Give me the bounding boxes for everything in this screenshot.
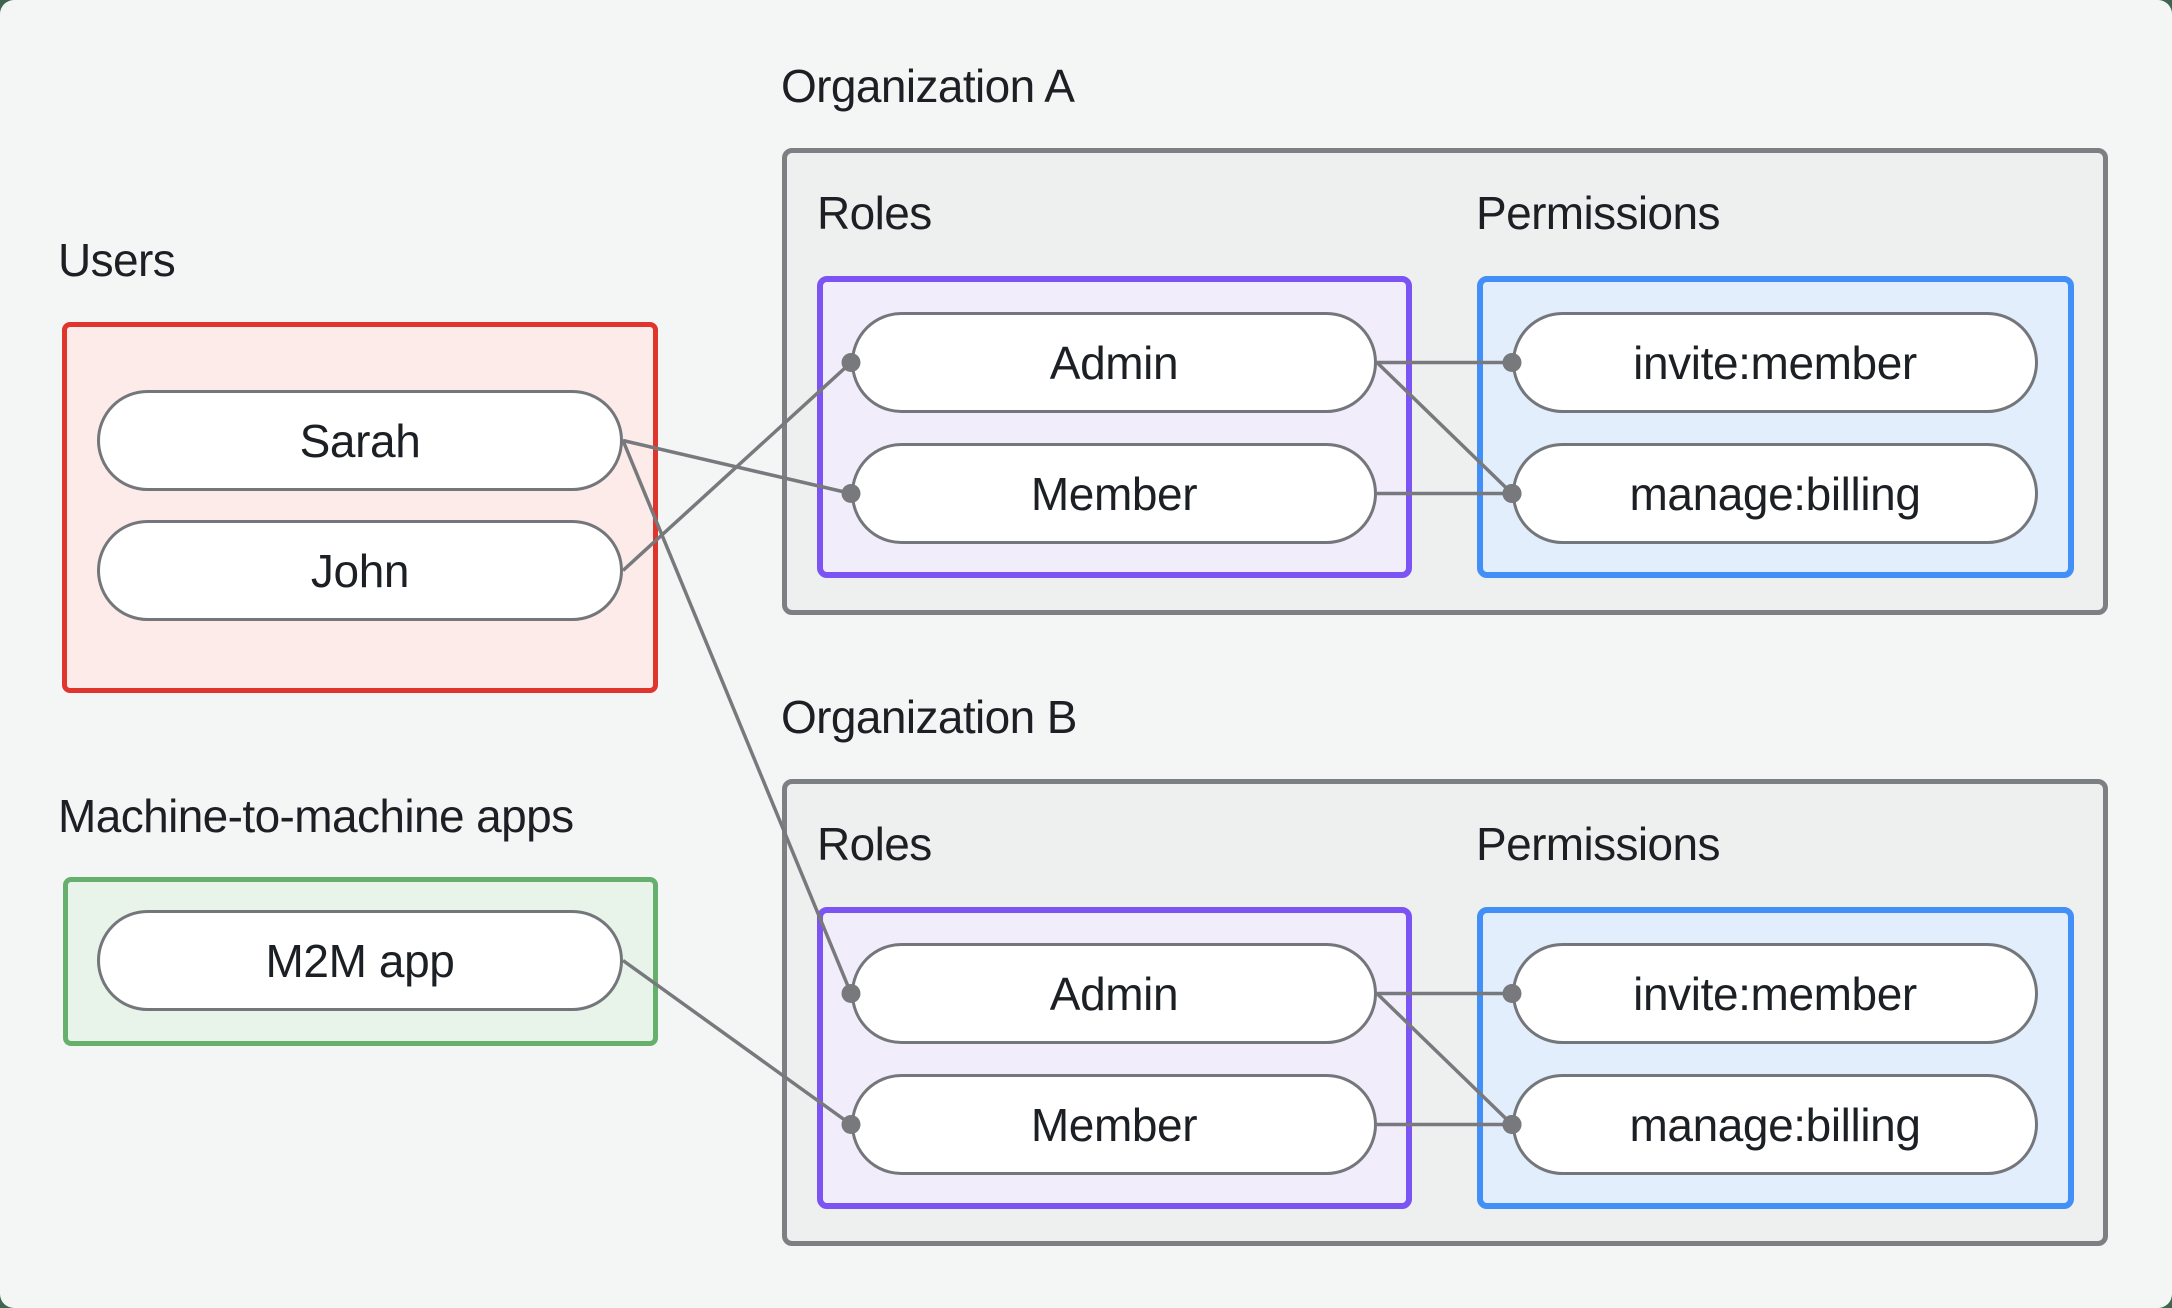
org-b-title: Organization B	[781, 691, 1077, 743]
org-a-role-pill-member: Member	[851, 443, 1377, 544]
org-a-title: Organization A	[781, 60, 1075, 112]
org-b-role-pill-member: Member	[851, 1074, 1377, 1175]
org-a-role-pill-admin: Admin	[851, 312, 1377, 413]
user-pill-john: John	[97, 520, 623, 621]
org-b-permission-pill-invite-member: invite:member	[1512, 943, 2038, 1044]
m2m-app-pill: M2M app	[97, 910, 623, 1011]
org-a-permission-pill-invite-member: invite:member	[1512, 312, 2038, 413]
org-b-permissions-label: Permissions	[1476, 818, 1721, 870]
org-b-roles-label: Roles	[817, 818, 932, 870]
org-a-permissions-label: Permissions	[1476, 187, 1721, 239]
users-group-box	[62, 322, 658, 693]
user-pill-sarah: Sarah	[97, 390, 623, 491]
users-group-label: Users	[58, 234, 176, 286]
org-b-role-pill-admin: Admin	[851, 943, 1377, 1044]
org-a-roles-label: Roles	[817, 187, 932, 239]
org-a-permission-pill-manage-billing: manage:billing	[1512, 443, 2038, 544]
m2m-group-label: Machine-to-machine apps	[58, 790, 574, 842]
org-b-permission-pill-manage-billing: manage:billing	[1512, 1074, 2038, 1175]
